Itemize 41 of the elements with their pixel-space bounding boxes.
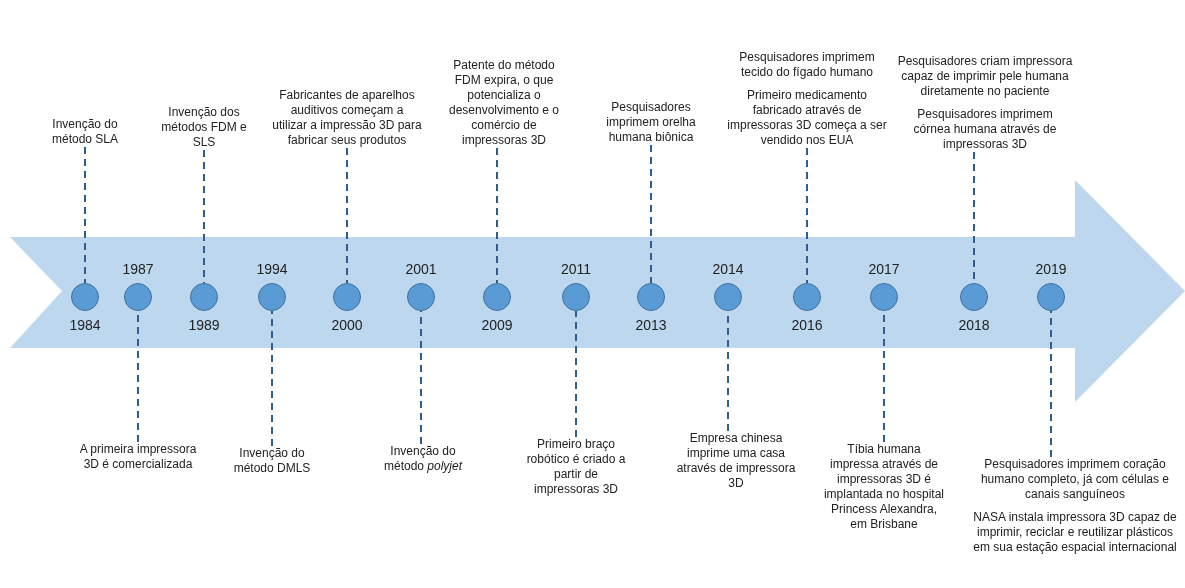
leader-line	[203, 149, 205, 284]
year-label: 2011	[559, 261, 593, 277]
event-text: Pesquisadores imprimem orelha humana biônica	[596, 100, 706, 145]
year-label: 1994	[255, 261, 289, 277]
leader-line	[575, 310, 577, 438]
event-text: A primeira impressora 3D é comercializada	[78, 442, 198, 472]
event-text: Pesquisadores imprimem tecido do fígado humano	[738, 50, 876, 80]
event-text: Fabricantes de aparelhos auditivos começam a utilizar a impressão 3D para fabricar seus produtos	[272, 88, 422, 148]
event-text: Pesquisadores criam impressora capaz de imprimir pele humana diretamente no paciente	[897, 54, 1073, 99]
leader-line	[420, 310, 422, 445]
year-label: 2016	[790, 317, 824, 333]
year-label: 1989	[187, 317, 221, 333]
year-label: 2013	[634, 317, 668, 333]
year-label: 2001	[404, 261, 438, 277]
event-text: NASA instala impressora 3D capaz de imprimir, reciclar e reutilizar plásticos em sua estação espacial internacional	[972, 510, 1178, 555]
year-label: 1984	[68, 317, 102, 333]
event-text: Invenção do método SLA	[35, 117, 135, 147]
leader-line	[806, 147, 808, 284]
leader-line	[496, 147, 498, 284]
event-text: Primeiro medicamento fabricado através de impressoras 3D começa a ser vendido nos EUA	[727, 88, 887, 148]
event-text: Invenção do método DMLS	[222, 446, 322, 476]
year-label: 2017	[867, 261, 901, 277]
leader-line	[346, 147, 348, 284]
year-label: 1987	[121, 261, 155, 277]
event-text: Invenção do método polyjet	[373, 444, 473, 474]
event-text: Primeiro braço robótico é criado a partir de impressoras 3D	[523, 437, 629, 497]
event-text: Invenção dos métodos FDM e SLS	[149, 105, 259, 150]
leader-line	[271, 310, 273, 447]
event-text: Patente do método FDM expira, o que potencializa o desenvolvimento e o comércio de impressoras 3D	[439, 58, 569, 148]
year-label: 2018	[957, 317, 991, 333]
year-label: 2009	[480, 317, 514, 333]
leader-line	[84, 146, 86, 284]
leader-line	[650, 144, 652, 284]
year-label: 2019	[1034, 261, 1068, 277]
event-text: Pesquisadores imprimem córnea humana através de impressoras 3D	[912, 107, 1058, 152]
event-text: Empresa chinesa imprime uma casa através de impressora 3D	[676, 431, 796, 491]
year-label: 2000	[330, 317, 364, 333]
year-label: 2014	[711, 261, 745, 277]
leader-line	[1050, 310, 1052, 458]
event-text: Pesquisadores imprimem coração humano completo, já com células e canais sanguíneos	[979, 457, 1171, 502]
event-text: Tíbia humana impressa através de impressoras 3D é implantada no hospital Princess Alexandra, em Brisbane	[821, 442, 947, 532]
